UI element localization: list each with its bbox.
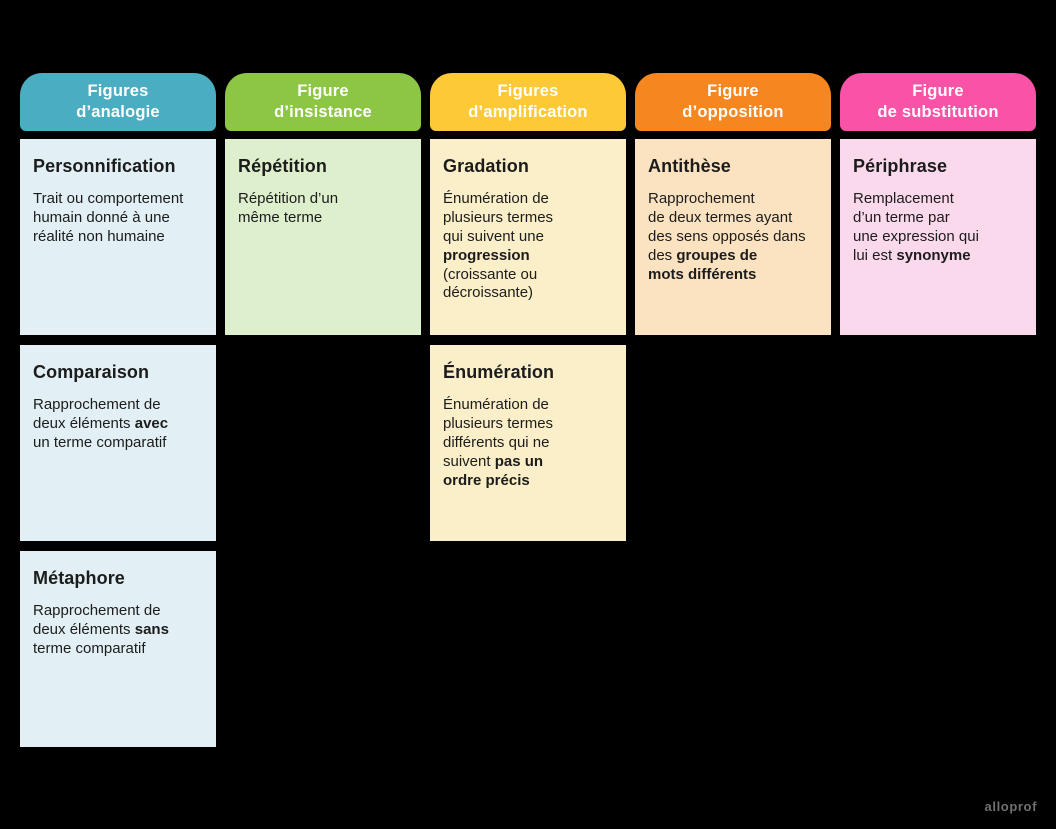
figure-column: Figures d’analogie Personnification Trai… (20, 73, 216, 757)
figure-column: Figure de substitution Périphrase Rempla… (840, 73, 1036, 757)
figure-card: Métaphore Rapprochement de deux éléments… (20, 551, 216, 747)
column-header: Figure d’opposition (635, 73, 831, 131)
column-header-label: Figure d’opposition (682, 81, 784, 121)
column-header: Figures d’amplification (430, 73, 626, 131)
card-description: Répétition d’un même terme (238, 190, 339, 226)
card-description: Rapprochement de deux éléments avec un t… (33, 396, 169, 451)
figure-column: Figures d’amplification Gradation Énumér… (430, 73, 626, 757)
card-description: Rapprochement de deux éléments sans term… (33, 602, 169, 657)
column-cards: Antithèse Rapprochement de deux termes a… (635, 139, 831, 345)
figure-card: Périphrase Remplacement d’un terme par u… (840, 139, 1036, 335)
card-description: Remplacement d’un terme par une expressi… (853, 190, 979, 264)
figure-column: Figure d’opposition Antithèse Rapprochem… (635, 73, 831, 757)
column-cards: Périphrase Remplacement d’un terme par u… (840, 139, 1036, 345)
column-header: Figure d’insistance (225, 73, 421, 131)
figures-de-style-board: Figures d’analogie Personnification Trai… (20, 73, 1036, 757)
card-title: Gradation (443, 156, 529, 176)
card-title: Personnification (33, 156, 176, 176)
card-title: Répétition (238, 156, 327, 176)
column-header-label: Figures d’amplification (468, 81, 588, 121)
column-header-label: Figure d’insistance (274, 81, 372, 121)
figure-column: Figure d’insistance Répétition Répétitio… (225, 73, 421, 757)
column-header-label: Figures d’analogie (76, 81, 160, 121)
column-cards: Répétition Répétition d’un même terme (225, 139, 421, 345)
card-title: Comparaison (33, 362, 150, 382)
card-description: Énumération de plusieurs termes qui suiv… (443, 190, 554, 302)
alloprof-logo: alloprof (984, 799, 1037, 814)
card-title: Métaphore (33, 568, 125, 588)
figure-card: Comparaison Rapprochement de deux élémen… (20, 345, 216, 541)
column-header: Figures d’analogie (20, 73, 216, 131)
figure-card: Personnification Trait ou comportement h… (20, 139, 216, 335)
card-title: Antithèse (648, 156, 731, 176)
card-description: Rapprochement de deux termes ayant des s… (648, 190, 806, 283)
card-description: Trait ou comportement humain donné à une… (33, 190, 184, 245)
card-title: Énumération (443, 362, 555, 382)
column-cards: Gradation Énumération de plusieurs terme… (430, 139, 626, 551)
card-description: Énumération de plusieurs termes différen… (443, 396, 554, 489)
figure-card: Antithèse Rapprochement de deux termes a… (635, 139, 831, 335)
figure-card: Répétition Répétition d’un même terme (225, 139, 421, 335)
column-header: Figure de substitution (840, 73, 1036, 131)
column-cards: Personnification Trait ou comportement h… (20, 139, 216, 757)
figure-card: Gradation Énumération de plusieurs terme… (430, 139, 626, 335)
card-title: Périphrase (853, 156, 948, 176)
figure-card: Énumération Énumération de plusieurs ter… (430, 345, 626, 541)
column-header-label: Figure de substitution (877, 81, 999, 121)
